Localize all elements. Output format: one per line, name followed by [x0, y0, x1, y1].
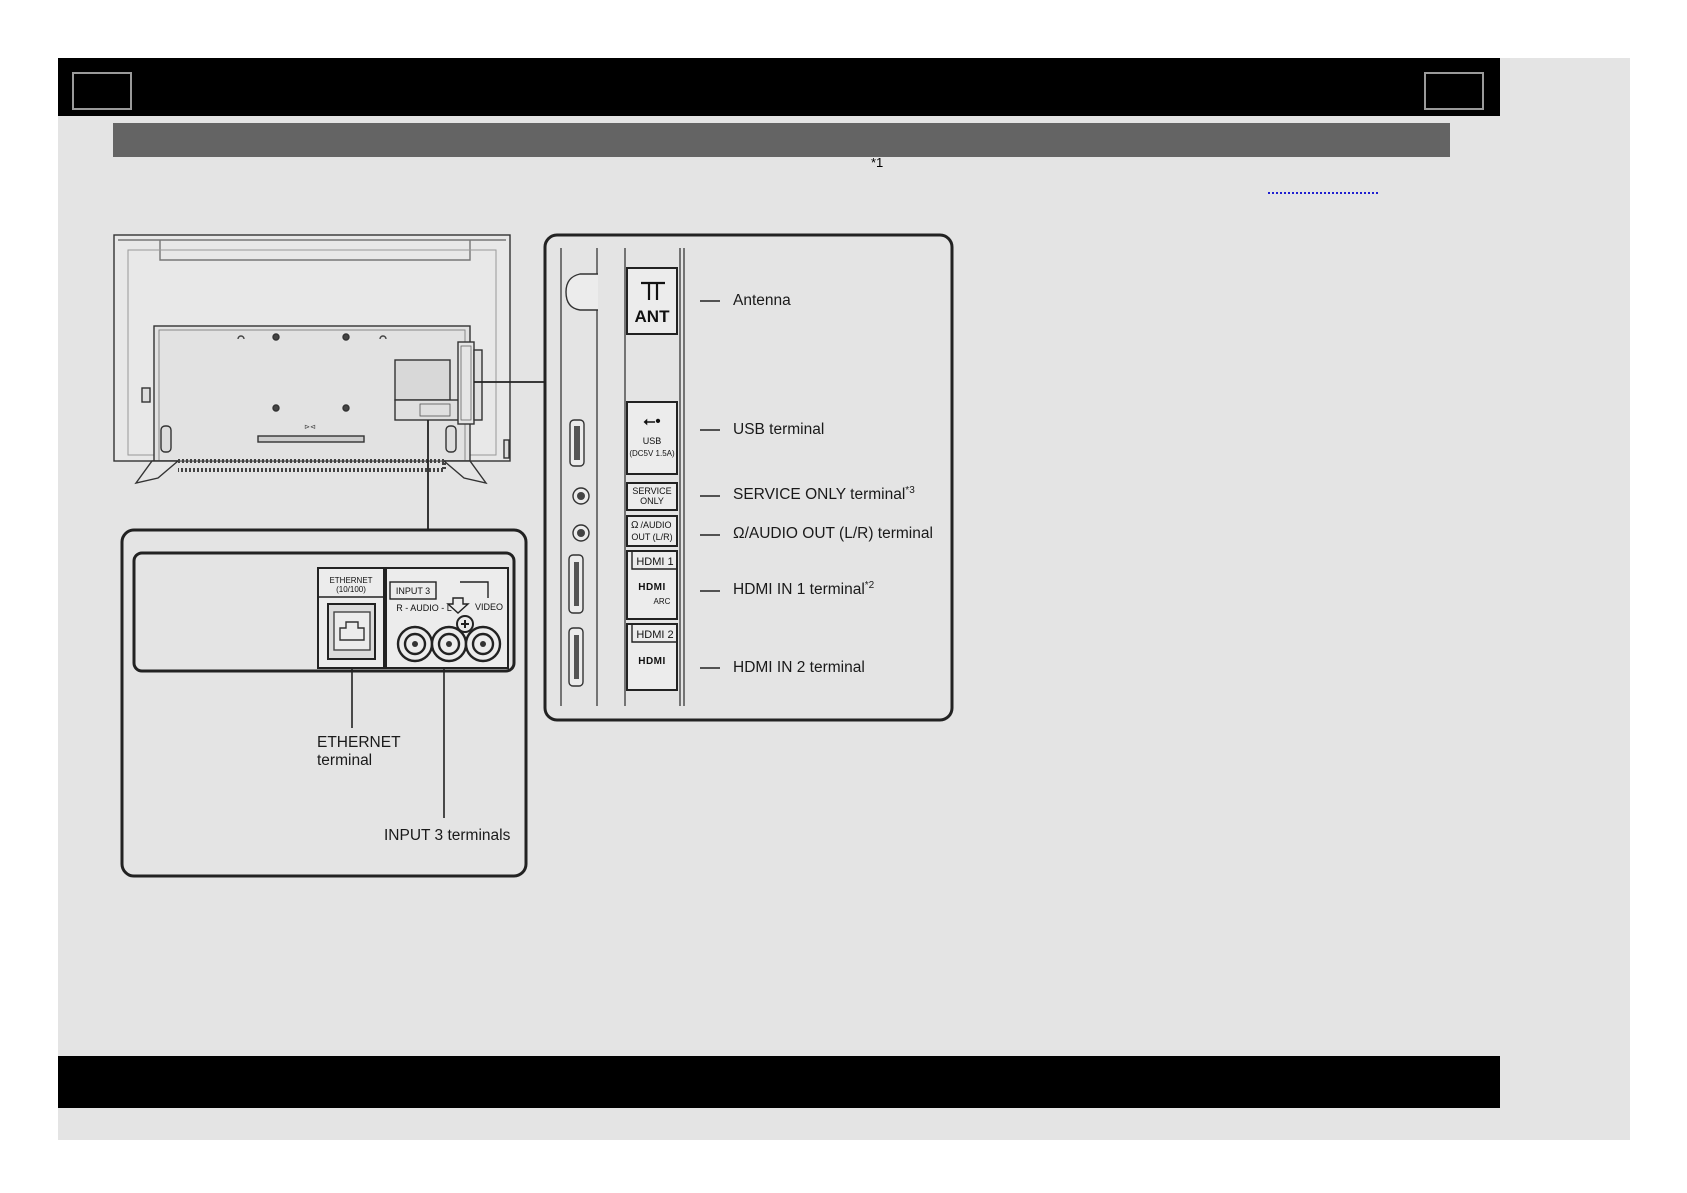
tv-rear-illustration: ⊳⊲	[114, 235, 545, 530]
hdmi1-footnote: *2	[865, 580, 874, 591]
usb-rating-text: (DC5V 1.5A)	[629, 449, 675, 458]
audio-out-text: /AUDIO OUT (L/R) terminal	[745, 525, 933, 542]
service-only-label: SERVICE ONLY terminal*3	[733, 485, 915, 504]
hdmi1-port-tag: HDMI 1	[636, 556, 673, 568]
hdmi2-port-tag: HDMI 2	[636, 629, 673, 641]
input3-terminals-label: INPUT 3 terminals	[384, 827, 510, 845]
usb-icon: ⭠•	[643, 413, 660, 430]
ethernet-terminal-label: ETHERNET terminal	[317, 734, 401, 770]
video-text: VIDEO	[475, 602, 503, 612]
hdmi1-arc-text: ARC	[654, 597, 671, 606]
svg-text:⊳⊲: ⊳⊲	[304, 424, 316, 431]
antenna-label: Antenna	[733, 292, 791, 310]
audio-port-line2: OUT (L/R)	[631, 532, 672, 542]
service-footnote: *3	[905, 485, 914, 496]
audio-rl-text: R - AUDIO - L	[396, 603, 452, 613]
headphone-icon: Ω	[733, 525, 745, 542]
ant-port-text: ANT	[635, 307, 671, 326]
audio-port-line1: /AUDIO	[640, 520, 671, 530]
service-port-line2: ONLY	[640, 496, 664, 506]
headphone-icon-small: Ω	[631, 520, 639, 531]
hdmi1-label: HDMI IN 1 terminal*2	[733, 580, 874, 599]
ethernet-port-line2: (10/100)	[336, 585, 366, 594]
audio-out-label: Ω/AUDIO OUT (L/R) terminal	[733, 525, 933, 543]
ethernet-port-line1: ETHERNET	[329, 576, 372, 585]
footnote-marker: *1	[871, 155, 883, 170]
hdmi2-label: HDMI IN 2 terminal	[733, 659, 865, 677]
usb-port-text: USB	[643, 436, 662, 446]
usb-terminal-label: USB terminal	[733, 421, 824, 439]
service-only-text: SERVICE ONLY terminal	[733, 486, 905, 503]
input3-port-tag: INPUT 3	[396, 586, 430, 596]
bottom-terminal-panel: ETHERNET (10/100) INPUT 3 R - AUDIO - L …	[122, 530, 526, 876]
hdmi-logo-icon: HDMI	[638, 582, 666, 593]
service-port-line1: SERVICE	[632, 486, 671, 496]
hdmi1-text: HDMI IN 1 terminal	[733, 581, 865, 598]
hdmi-logo-icon: HDMI	[638, 656, 666, 667]
